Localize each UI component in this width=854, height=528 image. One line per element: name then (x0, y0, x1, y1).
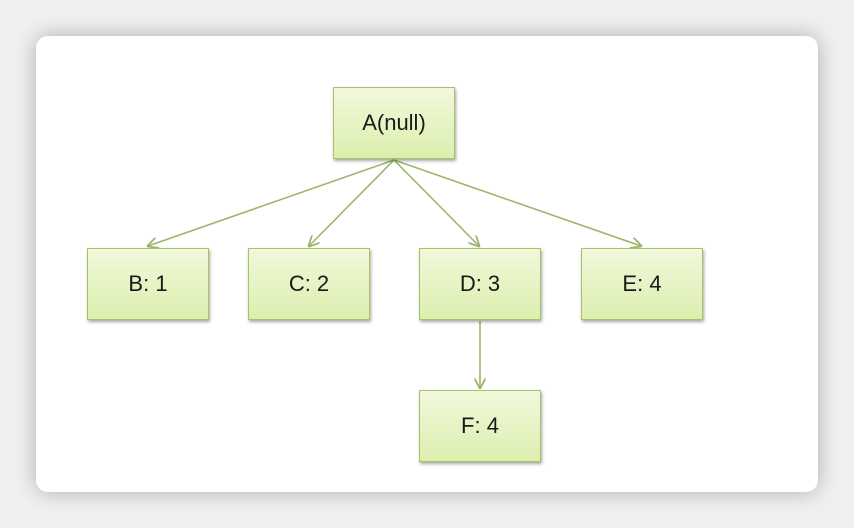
node-d: D: 3 (419, 248, 541, 320)
node-e: E: 4 (581, 248, 703, 320)
edge-a-c (309, 159, 395, 246)
edge-a-e (393, 159, 641, 246)
node-a: A(null) (333, 87, 455, 159)
node-f: F: 4 (419, 390, 541, 462)
edge-a-d (393, 159, 479, 246)
edge-a-b (148, 159, 395, 246)
node-b: B: 1 (87, 248, 209, 320)
node-c: C: 2 (248, 248, 370, 320)
